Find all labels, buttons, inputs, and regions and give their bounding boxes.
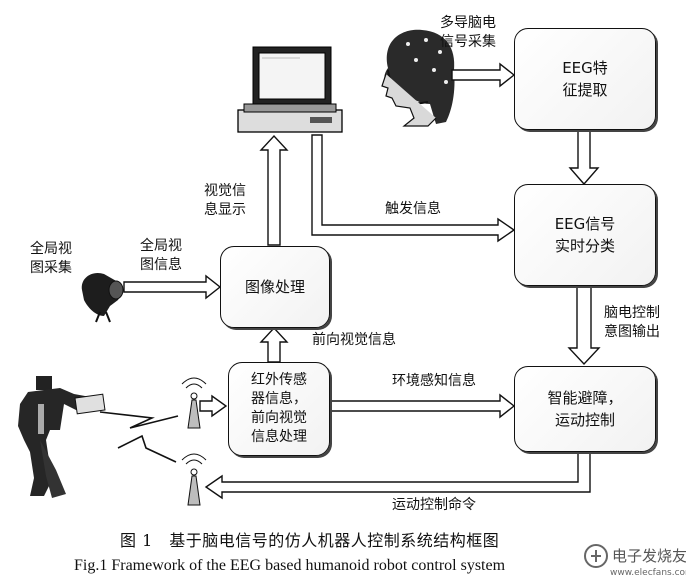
watermark-logo: 电子发烧友 www.elecfans.com	[584, 544, 686, 578]
watermark-text: 电子发烧友	[612, 547, 686, 565]
eeg-feature-extraction-box: EEG特 征提取	[514, 28, 656, 130]
label-visual-display: 视觉信 息显示	[204, 183, 246, 218]
wireless-signal-icon	[117, 434, 177, 463]
label-multi-lead-eeg: 多导脑电 信号采集	[440, 15, 496, 50]
arrow-sensor-input	[199, 394, 228, 418]
image-processing-box: 图像处理	[220, 246, 330, 328]
label-motion-command: 运动控制命令	[392, 497, 476, 513]
computer-monitor-icon	[237, 46, 343, 133]
watermark-url: www.elecfans.com	[610, 568, 686, 578]
obstacle-avoidance-control-box: 智能避障， 运动控制	[514, 366, 656, 452]
arrow-global-view	[123, 274, 222, 300]
sensor-processing-box: 红外传感 器信息， 前向视觉 信息处理	[228, 362, 330, 456]
wireless-signal-icon	[99, 411, 179, 429]
figure-caption-english: Fig.1 Framework of the EEG based humanoi…	[74, 557, 506, 574]
eeg-cap-head-icon	[381, 29, 455, 127]
wireless-antenna-icon	[181, 453, 207, 506]
figure-caption-chinese: 图 1 基于脑电信号的仿人机器人控制系统结构框图	[120, 531, 500, 550]
label-env-perception: 环境感知信息	[392, 373, 476, 389]
arrow-classify-to-control	[567, 285, 601, 366]
arrow-forward-visual	[259, 326, 289, 363]
sensor-processing-label: 红外传感 器信息， 前向视觉 信息处理	[251, 372, 307, 445]
eeg-classification-label: EEG信号 实时分类	[554, 215, 616, 255]
eeg-classification-box: EEG信号 实时分类	[514, 184, 656, 286]
humanoid-robot-icon	[18, 376, 106, 498]
label-global-capture: 全局视 图采集	[30, 241, 72, 276]
label-global-view-info: 全局视 图信息	[140, 238, 182, 273]
camera-icon	[81, 272, 124, 323]
arrow-trigger	[311, 134, 516, 243]
image-processing-label: 图像处理	[244, 278, 305, 296]
label-bci-output: 脑电控制 意图输出	[604, 305, 660, 340]
obstacle-avoidance-control-label: 智能避障， 运动控制	[547, 389, 623, 429]
arrow-feature-to-classify	[568, 129, 600, 186]
arrow-env-info	[327, 393, 516, 419]
eeg-feature-extraction-label: EEG特 征提取	[562, 59, 608, 99]
arrow-motion-command	[204, 449, 591, 500]
label-forward-visual: 前向视觉信息	[312, 332, 396, 348]
label-trigger-info: 触发信息	[385, 201, 441, 217]
arrow-eeg-acquisition	[451, 62, 516, 88]
arrow-visual-display	[259, 134, 289, 246]
wireless-antenna-icon	[181, 377, 207, 429]
